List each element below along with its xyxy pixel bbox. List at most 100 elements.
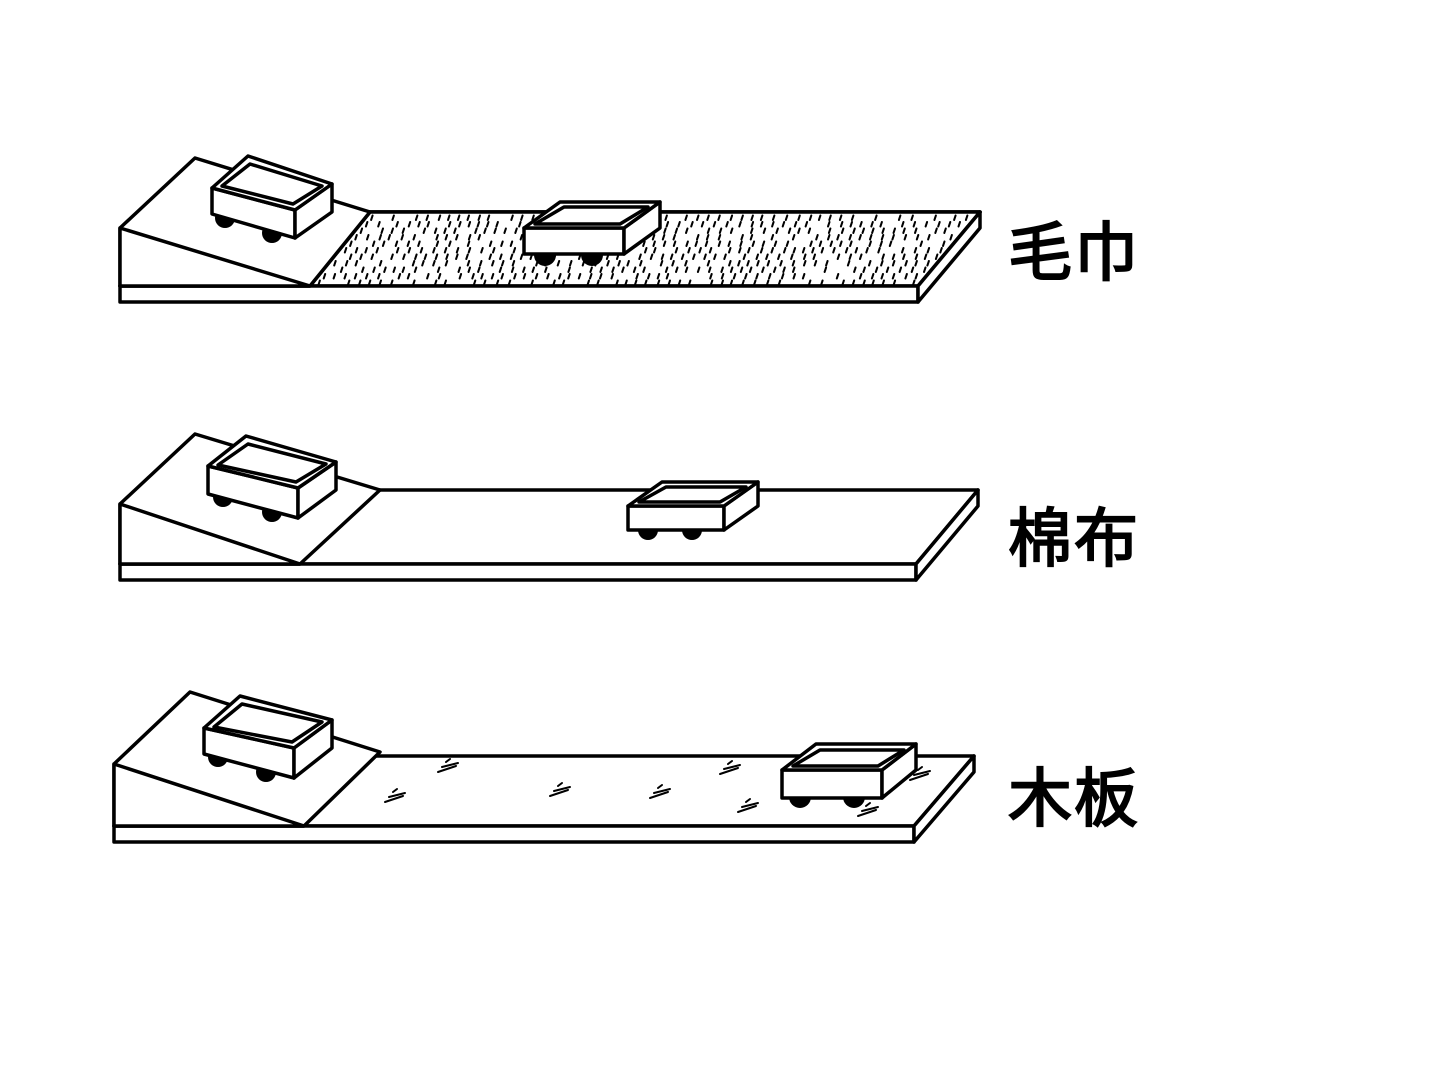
towel-fiber bbox=[339, 266, 344, 273]
towel-fiber bbox=[815, 234, 819, 241]
towel-fiber bbox=[915, 234, 920, 241]
cart-on-surface-cotton bbox=[626, 480, 760, 540]
towel-fiber bbox=[854, 247, 859, 254]
towel-fiber bbox=[801, 273, 806, 280]
towel-fiber bbox=[690, 221, 694, 228]
towel-fiber bbox=[477, 234, 481, 241]
towel-fiber bbox=[638, 253, 642, 260]
towel-fiber bbox=[709, 273, 713, 280]
towel-fiber bbox=[407, 247, 412, 254]
towel-fiber bbox=[720, 273, 725, 280]
towel-fiber bbox=[426, 273, 430, 280]
towel-fiber bbox=[332, 273, 337, 280]
towel-fiber bbox=[471, 273, 475, 280]
towel-fiber bbox=[919, 240, 923, 247]
towel-fiber bbox=[865, 247, 869, 254]
towel-fiber bbox=[723, 253, 727, 260]
towel-fiber bbox=[740, 214, 744, 221]
towel-fiber bbox=[755, 273, 759, 280]
towel-fiber bbox=[801, 247, 806, 254]
towel-fiber bbox=[771, 221, 775, 228]
towel-fiber bbox=[348, 253, 353, 260]
towel-fiber bbox=[785, 240, 790, 247]
towel-fiber bbox=[510, 266, 515, 273]
towel-fiber bbox=[395, 221, 399, 228]
towel-fiber bbox=[902, 253, 906, 260]
towel-fiber bbox=[768, 273, 772, 280]
towel-fiber bbox=[892, 227, 896, 234]
towel-fiber bbox=[835, 273, 840, 280]
towel-fiber bbox=[812, 253, 816, 260]
towel-fiber bbox=[498, 266, 503, 273]
towel-fiber bbox=[924, 221, 929, 228]
towel-fiber bbox=[414, 253, 418, 260]
towel-fiber bbox=[870, 221, 874, 228]
wood-grain-mark bbox=[549, 789, 569, 797]
towel-fiber bbox=[685, 240, 689, 247]
cart-on-surface-towel bbox=[522, 200, 662, 266]
towel-fiber bbox=[761, 266, 765, 273]
towel-fiber bbox=[914, 253, 919, 260]
towel-fiber bbox=[447, 221, 452, 228]
towel-fiber bbox=[827, 227, 832, 234]
towel-fiber bbox=[680, 253, 685, 260]
towel-fiber bbox=[467, 221, 472, 228]
cart-on-ramp-cotton bbox=[206, 434, 338, 522]
towel-fiber bbox=[880, 273, 884, 280]
towel-fiber bbox=[375, 247, 379, 254]
towel-fiber bbox=[661, 234, 666, 241]
towel-fiber bbox=[744, 273, 748, 280]
towel-fiber bbox=[732, 273, 737, 280]
towel-fiber bbox=[923, 266, 927, 273]
towel-fiber bbox=[706, 227, 711, 234]
towel-fiber bbox=[853, 266, 857, 273]
towel-fiber bbox=[663, 227, 667, 234]
towel-fiber bbox=[647, 273, 651, 280]
label-wood: 木板 bbox=[1008, 763, 1140, 837]
towel-fiber bbox=[859, 253, 863, 260]
board-side-wood bbox=[912, 754, 976, 844]
towel-fiber bbox=[397, 273, 402, 280]
towel-fiber bbox=[942, 240, 946, 247]
towel-fiber bbox=[503, 227, 507, 234]
towel-fiber bbox=[694, 240, 698, 247]
towel-fiber bbox=[364, 247, 368, 254]
towel-fiber bbox=[493, 227, 497, 234]
towel-fiber bbox=[671, 260, 675, 267]
board-side-cotton bbox=[914, 488, 980, 582]
towel-fiber bbox=[713, 253, 717, 260]
ramp-side-towel bbox=[118, 226, 312, 288]
towel-fiber bbox=[480, 247, 484, 254]
towel-fiber bbox=[770, 247, 774, 254]
wood-grain-mark bbox=[723, 764, 741, 770]
towel-fiber bbox=[781, 221, 786, 228]
towel-fiber bbox=[417, 240, 421, 247]
towel-fiber bbox=[466, 260, 471, 267]
towel-fiber bbox=[444, 260, 449, 267]
towel-fiber bbox=[901, 221, 905, 228]
towel-fiber bbox=[546, 273, 550, 280]
towel-fiber bbox=[780, 273, 785, 280]
towel-fiber bbox=[874, 266, 879, 273]
towel-fiber bbox=[467, 234, 472, 241]
towel-fiber bbox=[343, 273, 347, 280]
towel-fiber bbox=[422, 227, 427, 234]
towel-fiber bbox=[635, 273, 639, 280]
towel-fiber bbox=[476, 221, 481, 228]
towel-fiber bbox=[782, 266, 786, 273]
towel-fiber bbox=[644, 247, 648, 254]
towel-fiber bbox=[703, 253, 707, 260]
towel-fiber bbox=[349, 240, 353, 247]
cart-on-surface-wood bbox=[780, 742, 918, 808]
towel-fiber bbox=[567, 273, 571, 280]
towel-fiber bbox=[391, 214, 395, 221]
setup-cotton bbox=[118, 432, 980, 582]
towel-fiber bbox=[879, 221, 883, 228]
board-front-towel bbox=[118, 284, 920, 304]
towel-fiber bbox=[531, 214, 535, 221]
towel-fiber bbox=[934, 227, 938, 234]
towel-fiber bbox=[414, 214, 419, 221]
towel-fiber bbox=[696, 234, 700, 241]
towel-fiber bbox=[556, 260, 561, 267]
wood-grain-mark bbox=[727, 760, 733, 765]
